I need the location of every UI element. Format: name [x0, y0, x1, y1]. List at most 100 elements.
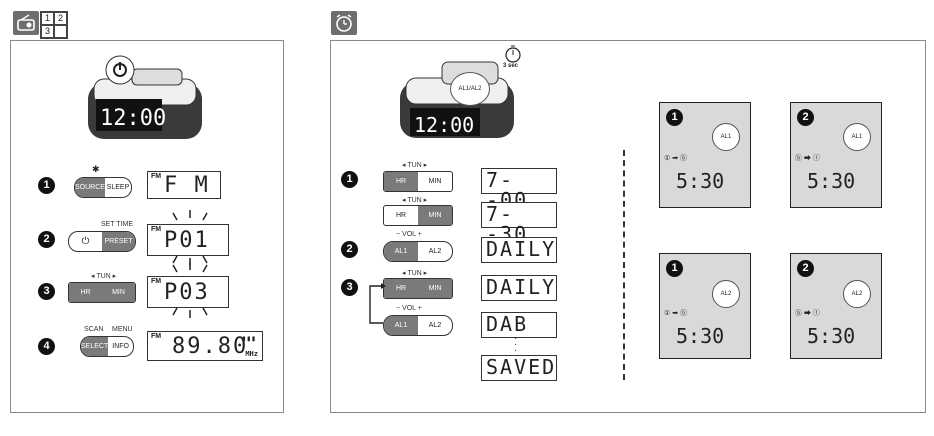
min-button[interactable]: MIN — [102, 283, 135, 302]
alarm-tab — [331, 11, 357, 35]
button-caption: − VOL + — [396, 305, 422, 312]
button-caption: MENU — [112, 326, 133, 333]
alarm-clock-icon — [336, 14, 352, 32]
bubble-label: AL2 — [851, 291, 863, 297]
lcd-display: 7--30 — [481, 202, 557, 244]
power-icon — [113, 62, 127, 77]
min-button[interactable]: MIN — [418, 206, 452, 225]
lcd-text: P01 — [164, 228, 210, 253]
lcd-text: SAVED — [486, 355, 557, 379]
lcd-band: FM — [151, 333, 162, 340]
source-sleep-button[interactable]: SOURCE SLEEP — [74, 177, 132, 198]
blink-rays — [172, 210, 208, 266]
clock-display: 12:00 — [100, 106, 166, 131]
button-caption: ◂ TUN ▸ — [91, 273, 117, 280]
lcd-display: FM P03 — [147, 276, 229, 308]
source-button[interactable]: SOURCE — [75, 178, 105, 197]
al2-button[interactable]: AL2 — [428, 248, 442, 255]
lcd-display: SAVED — [481, 355, 557, 381]
step-number: 2 — [797, 260, 814, 277]
select-button[interactable]: SELECT — [81, 337, 109, 356]
button-caption: SET TIME — [101, 221, 134, 228]
al1-al2-button[interactable]: AL1 AL2 — [383, 241, 453, 262]
mode-arrow: ⓑ ➡ ⓣ — [795, 155, 820, 162]
hr-button[interactable]: HR — [395, 212, 407, 219]
lcd-display: DAB — [481, 312, 557, 338]
min-button[interactable]: MIN — [418, 279, 452, 298]
min-button[interactable]: MIN — [428, 178, 442, 185]
bubble-label: AL1 — [851, 134, 863, 140]
bluetooth-icon: ✱ — [92, 164, 100, 174]
step-number: 2 — [38, 231, 55, 248]
alarm-photo: 2 AL1 ⓑ ➡ ⓣ 5:30 — [790, 102, 882, 208]
device-illustration: 12:00 — [88, 55, 202, 139]
al1-button[interactable]: AL1 — [384, 316, 418, 335]
grid-cell: 2 — [54, 12, 67, 25]
al-bubble: AL1/AL2 — [450, 72, 490, 106]
lcd-band: FM — [151, 173, 162, 180]
photo-display: 5:30 — [807, 324, 856, 348]
alarm-photo: 1 AL2 ① ➡ ⓑ 5:30 — [659, 253, 751, 359]
mode-arrow: ⓑ ➡ ⓣ — [795, 310, 820, 317]
hr-min-button[interactable]: HR MIN — [383, 205, 453, 226]
button-caption: ◂ TUN ▸ — [402, 162, 428, 169]
step-number: 1 — [341, 171, 358, 188]
blink-rays — [172, 262, 208, 318]
bubble-label: AL2 — [720, 291, 732, 297]
button-caption: − VOL + — [396, 231, 422, 238]
lcd-display: FM P01 — [147, 224, 229, 256]
lcd-text: F M — [164, 173, 210, 198]
lcd-band: FM — [151, 226, 162, 233]
hr-min-button[interactable]: HR MIN — [68, 282, 136, 303]
hr-button[interactable]: HR — [384, 172, 418, 191]
step-number: 3 — [38, 283, 55, 300]
loop-arrow — [369, 283, 386, 324]
step-number: 1 — [38, 177, 55, 194]
step-number: 1 — [666, 109, 683, 126]
button-caption: SCAN — [84, 326, 104, 333]
preset-button[interactable]: PRESET — [102, 232, 135, 251]
step-number: 2 — [341, 241, 358, 258]
button-caption: ◂ TUN ▸ — [402, 270, 428, 277]
step-number: 4 — [38, 338, 55, 355]
sleep-button[interactable]: SLEEP — [106, 184, 130, 191]
step-number: 2 — [797, 109, 814, 126]
bubble-label: AL1 — [720, 134, 732, 140]
power-preset-button[interactable]: ⏻ PRESET — [68, 231, 136, 252]
al1-al2-button[interactable]: AL1 AL2 — [383, 315, 453, 336]
step-number: 1 — [666, 260, 683, 277]
select-info-button[interactable]: SELECT INFO — [80, 336, 134, 357]
info-button[interactable]: INFO — [112, 343, 129, 350]
lcd-display: FM 89.80 ▮▮▮ MHz — [147, 331, 263, 361]
bubble-label: AL1/AL2 — [458, 86, 482, 92]
radio-tab — [13, 11, 39, 35]
mode-arrow: ① ➡ ⓑ — [664, 310, 688, 317]
signal-icon: ▮▮▮ — [241, 334, 256, 343]
al-bubble: AL1 — [712, 123, 740, 151]
grid-cell — [54, 25, 67, 38]
step-number: 3 — [341, 279, 358, 296]
radio-icon — [17, 14, 35, 31]
lcd-band: FM — [151, 278, 162, 285]
al1-button[interactable]: AL1 — [384, 242, 418, 261]
timer-icon — [505, 45, 521, 63]
hr-min-button[interactable]: HR MIN — [383, 171, 453, 192]
grid-cell: 1 — [41, 12, 54, 25]
al2-button[interactable]: AL2 — [428, 322, 442, 329]
power-button[interactable]: ⏻ — [81, 236, 90, 247]
photo-display: 5:30 — [807, 169, 856, 193]
clock-display: 12:00 — [414, 113, 474, 137]
alarm-photo: 2 AL2 ⓑ ➡ ⓣ 5:30 — [790, 253, 882, 359]
alarm-photo: 1 AL1 ① ➡ ⓑ 5:30 — [659, 102, 751, 208]
lcd-text: DAB — [486, 312, 529, 336]
lcd-display: 7--00 — [481, 168, 557, 210]
hr-min-button[interactable]: HR MIN — [383, 278, 453, 299]
divider — [623, 150, 625, 380]
lcd-display: FM F M — [147, 171, 221, 199]
lcd-display: DAILY — [481, 237, 557, 263]
hr-button[interactable]: HR — [384, 279, 418, 298]
hr-button[interactable]: HR — [69, 283, 102, 302]
lcd-text: DAILY — [486, 237, 557, 261]
button-caption: ◂ TUN ▸ — [402, 197, 428, 204]
photo-display: 5:30 — [676, 324, 725, 348]
